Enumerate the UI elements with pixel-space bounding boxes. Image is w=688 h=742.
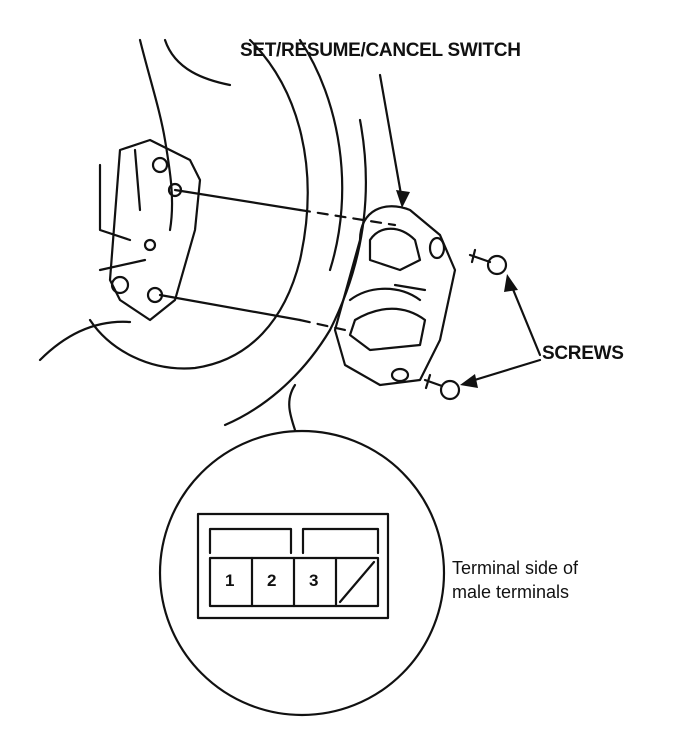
connector-pin-1: 1: [225, 571, 235, 590]
arrow-head-screw-lower: [460, 374, 478, 388]
screws-leader-lower: [466, 358, 542, 384]
alignment-line-upper: [173, 188, 302, 212]
screw-upper: [468, 248, 508, 276]
top-arc: [163, 38, 232, 87]
terminal-note: Terminal side of male terminals: [452, 556, 578, 604]
screws-leader-upper: [508, 280, 542, 357]
terminal-note-line2: male terminals: [452, 582, 570, 602]
switch-label: SET/RESUME/CANCEL SWITCH: [240, 40, 521, 61]
lower-column-line: [38, 320, 132, 362]
connector-unused-slot-mark: [338, 560, 376, 604]
steering-hub-outer: [88, 38, 309, 370]
mounting-bracket: [98, 138, 202, 322]
connector-zoom-circle: [158, 429, 446, 717]
steering-column-outline: [138, 38, 174, 232]
steering-hub-inner: [298, 38, 344, 272]
switch-leader-line: [378, 73, 404, 202]
steering-wheel-rim: [223, 118, 367, 427]
alignment-line-lower: [158, 293, 302, 322]
terminal-note-line1: Terminal side of: [452, 558, 579, 578]
arrow-head-switch: [396, 190, 410, 208]
connector-pin-2: 2: [267, 571, 277, 590]
alignment-line-lower-dash: [298, 318, 347, 332]
connector-upper-recess-right: [301, 527, 380, 555]
connector-housing: [196, 512, 390, 620]
arrow-head-screw-upper: [504, 274, 518, 292]
connector-upper-recess-left: [208, 527, 293, 555]
zoom-cable: [288, 383, 297, 432]
connector-pin-3: 3: [309, 571, 319, 590]
screw-lower: [423, 373, 461, 401]
screws-label: SCREWS: [542, 343, 624, 364]
alignment-line-upper-dash: [298, 208, 397, 227]
switch-body: [333, 205, 457, 387]
